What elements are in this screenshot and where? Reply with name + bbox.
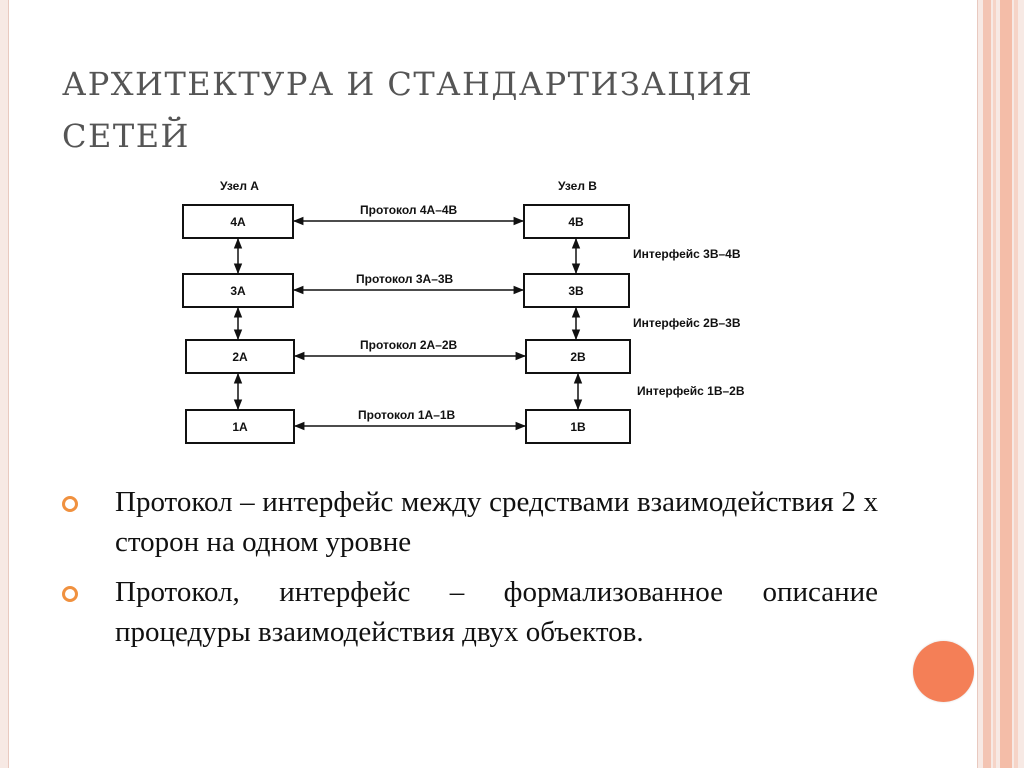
protocol-diagram-svg: Узел А Узел В 4А 3А 2А 1А 4В 3В [182,179,745,444]
layer-2b-label: 2В [570,350,586,364]
interface-3-4-label: Интерфейс 3В–4В [633,247,741,261]
layer-3a-label: 3А [230,284,246,298]
node-a-layer-4: 4А [182,204,294,239]
slide-background [8,0,978,768]
protocol-4-label: Протокол 4А–4В [360,203,458,217]
layer-2a-label: 2А [232,350,248,364]
bullet-text: Протокол – интерфейс между средствами вз… [115,486,878,558]
bullet-item: Протокол, интерфейс – формализованное оп… [62,572,878,652]
layer-4a-label: 4А [230,215,246,229]
layer-1b-label: 1В [570,420,586,434]
node-a-layer-1: 1А [185,409,295,444]
bullet-circle-icon [62,586,78,602]
decorative-stripe [983,0,991,768]
node-b-layer-1: 1В [525,409,631,444]
title-line-2: сетей [62,117,190,155]
node-b-layer-2: 2В [525,339,631,374]
bullet-circle-icon [62,496,78,512]
interface-2-3-label: Интерфейс 2В–3В [633,316,741,330]
title-line-1: Архитектура и стандартизация [62,65,754,103]
protocol-3-label: Протокол 3А–3В [356,272,454,286]
decorative-stripe [1014,0,1018,768]
node-a-layer-2: 2А [185,339,295,374]
node-b-layer-3: 3В [523,273,630,308]
layer-4b-label: 4В [568,215,584,229]
node-b-label: Узел В [558,179,597,193]
bullet-text: Протокол, интерфейс – формализованное оп… [115,576,878,648]
decorative-stripe [1000,0,1012,768]
node-a-label: Узел А [220,179,259,193]
interface-1-2-label: Интерфейс 1В–2В [637,384,745,398]
bullet-item: Протокол – интерфейс между средствами вз… [62,482,878,562]
layer-3b-label: 3В [568,284,584,298]
protocol-diagram: Узел А Узел В 4А 3А 2А 1А 4В 3В [170,170,790,450]
node-a-layer-3: 3А [182,273,294,308]
decorative-stripe [993,0,996,768]
node-b-layer-4: 4В [523,204,630,239]
slide-title: Архитектура и стандартизация сетей [62,58,922,162]
protocol-2-label: Протокол 2А–2В [360,338,458,352]
decorative-orange-circle [913,641,974,702]
layer-1a-label: 1А [232,420,248,434]
protocol-1-label: Протокол 1А–1В [358,408,456,422]
bullet-list: Протокол – интерфейс между средствами вз… [62,482,878,662]
